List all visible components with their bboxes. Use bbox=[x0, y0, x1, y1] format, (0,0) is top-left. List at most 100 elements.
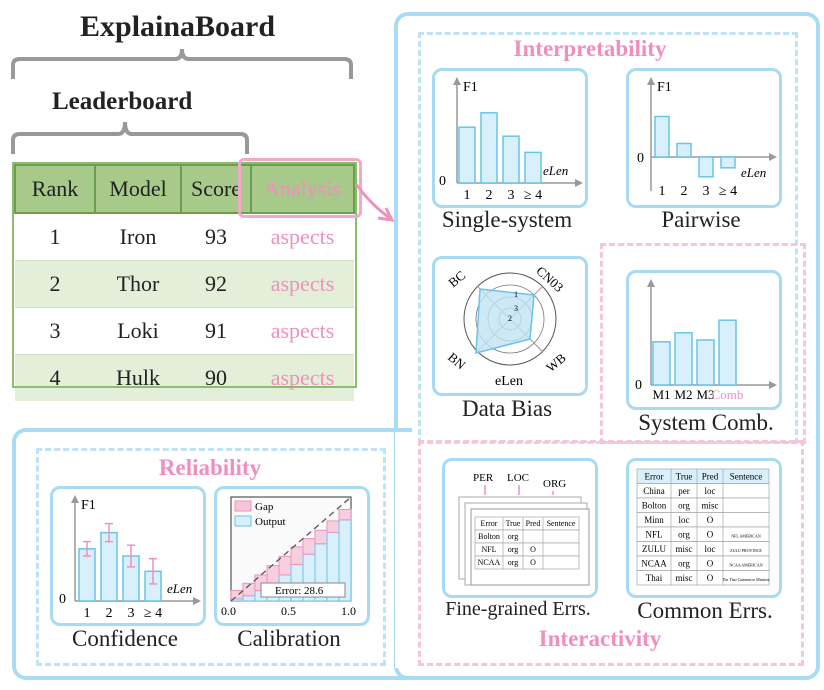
tick-label: 3 bbox=[703, 184, 710, 199]
table-cell: ZULU PROVINCE bbox=[730, 548, 762, 553]
ring-label: 1 bbox=[514, 290, 518, 299]
main-title: ExplainaBoard bbox=[80, 10, 276, 43]
table-cell: O bbox=[707, 559, 714, 569]
model-cell: Loki bbox=[95, 307, 181, 355]
analysis-arrow-icon bbox=[354, 183, 395, 222]
axis-label-wb: WB bbox=[543, 350, 569, 375]
table-cell: The Thai Commerce Ministry bbox=[722, 577, 770, 582]
reliability-region bbox=[36, 448, 386, 666]
y-axis-label: F1 bbox=[81, 498, 96, 513]
bar bbox=[502, 135, 520, 184]
table-cell: O bbox=[707, 573, 714, 583]
table-cell: org bbox=[508, 558, 519, 567]
table-cell: NCAA AMERICAN bbox=[729, 563, 762, 568]
col-analysis: Analysis bbox=[250, 164, 355, 214]
bar bbox=[674, 332, 693, 386]
tick-label: ≥ 4 bbox=[524, 188, 542, 203]
x-axis-label: eLen bbox=[741, 165, 766, 180]
bar bbox=[676, 142, 692, 158]
table-cell: O bbox=[707, 530, 714, 540]
score-cell: 91 bbox=[181, 307, 251, 355]
analysis-link[interactable]: aspects bbox=[251, 307, 354, 355]
gap-bar bbox=[302, 538, 316, 555]
bar bbox=[100, 531, 118, 602]
header-cell: True bbox=[506, 519, 521, 528]
tick-label: M1 bbox=[652, 387, 670, 402]
tick-label: 2 bbox=[486, 188, 493, 203]
rank-cell: 2 bbox=[15, 260, 95, 308]
x-axis-label: eLen bbox=[167, 581, 192, 596]
table-cell: loc bbox=[679, 515, 690, 525]
rank-cell: 3 bbox=[15, 307, 95, 355]
table-cell: China bbox=[643, 486, 665, 496]
data-bias-caption: Data Bias bbox=[461, 396, 553, 421]
zero-label: 0 bbox=[439, 174, 446, 189]
table-cell: Minn bbox=[644, 515, 664, 525]
zero-label: 0 bbox=[59, 592, 66, 607]
score-cell: 92 bbox=[181, 260, 251, 308]
header-cell: Sentence bbox=[547, 519, 576, 528]
table-cell: ZULU bbox=[642, 544, 666, 554]
table-row: 1 Iron 93 aspects bbox=[15, 212, 354, 261]
analysis-highlight bbox=[238, 158, 362, 218]
table-cell: org bbox=[678, 501, 690, 511]
table-cell: Thai bbox=[646, 573, 663, 583]
table-row: 3 Loki 91 aspects bbox=[15, 307, 354, 355]
confidence-caption: Confidence bbox=[71, 626, 178, 651]
header-cell: Error bbox=[645, 472, 664, 482]
table-cell: loc bbox=[705, 544, 716, 554]
table-cell: per bbox=[678, 486, 690, 496]
bar bbox=[480, 112, 498, 184]
interactivity-region bbox=[418, 440, 804, 666]
error-label: Error: 28.6 bbox=[275, 585, 324, 597]
reliability-title: Reliability bbox=[158, 455, 262, 480]
radar-chart: 3 2 1 BC CN03 WB BN eLen bbox=[445, 263, 569, 389]
analysis-link[interactable]: aspects bbox=[251, 354, 354, 401]
diagonal-line bbox=[230, 496, 352, 602]
table-cell: Bolton bbox=[478, 532, 500, 541]
zero-label: 0 bbox=[635, 378, 642, 393]
rank-cell: 4 bbox=[15, 354, 95, 401]
tick-label: 1.0 bbox=[341, 604, 356, 618]
y-axis-label: F1 bbox=[463, 80, 478, 95]
analysis-link[interactable]: aspects bbox=[251, 212, 354, 261]
bar bbox=[720, 156, 736, 169]
data-bias-card[interactable]: 3 2 1 BC CN03 WB BN eLen bbox=[432, 256, 588, 396]
analysis-link[interactable]: aspects bbox=[251, 260, 354, 308]
table-cell: org bbox=[678, 530, 690, 540]
leaderboard-title: Leaderboard bbox=[52, 88, 193, 115]
bar bbox=[652, 341, 671, 386]
tag-loc: LOC bbox=[507, 472, 529, 484]
model-cell: Iron bbox=[95, 212, 181, 261]
calibration-card[interactable]: Gap Output Error: 28.6 0.0 0.5 1.0 bbox=[214, 486, 370, 626]
rank-cell: 1 bbox=[15, 212, 95, 261]
table-cell: loc bbox=[705, 486, 716, 496]
tag-per: PER bbox=[473, 472, 494, 484]
bar bbox=[696, 339, 715, 386]
table-cell: NCAA bbox=[641, 559, 667, 569]
tick-label: Comb bbox=[712, 387, 744, 402]
tick-label: 3 bbox=[128, 606, 135, 621]
table-cell: NCAA bbox=[478, 558, 501, 567]
gap-bar bbox=[326, 520, 340, 533]
y-axis-label: F1 bbox=[657, 80, 672, 95]
common-errs-caption: Common Errs. bbox=[637, 598, 773, 623]
calibration-caption: Calibration bbox=[237, 626, 341, 651]
table-row bbox=[636, 570, 770, 586]
center-label: eLen bbox=[495, 374, 523, 389]
header-cell: True bbox=[676, 472, 693, 482]
table-cell: org bbox=[678, 559, 690, 569]
legend-gap: Gap bbox=[255, 501, 274, 513]
